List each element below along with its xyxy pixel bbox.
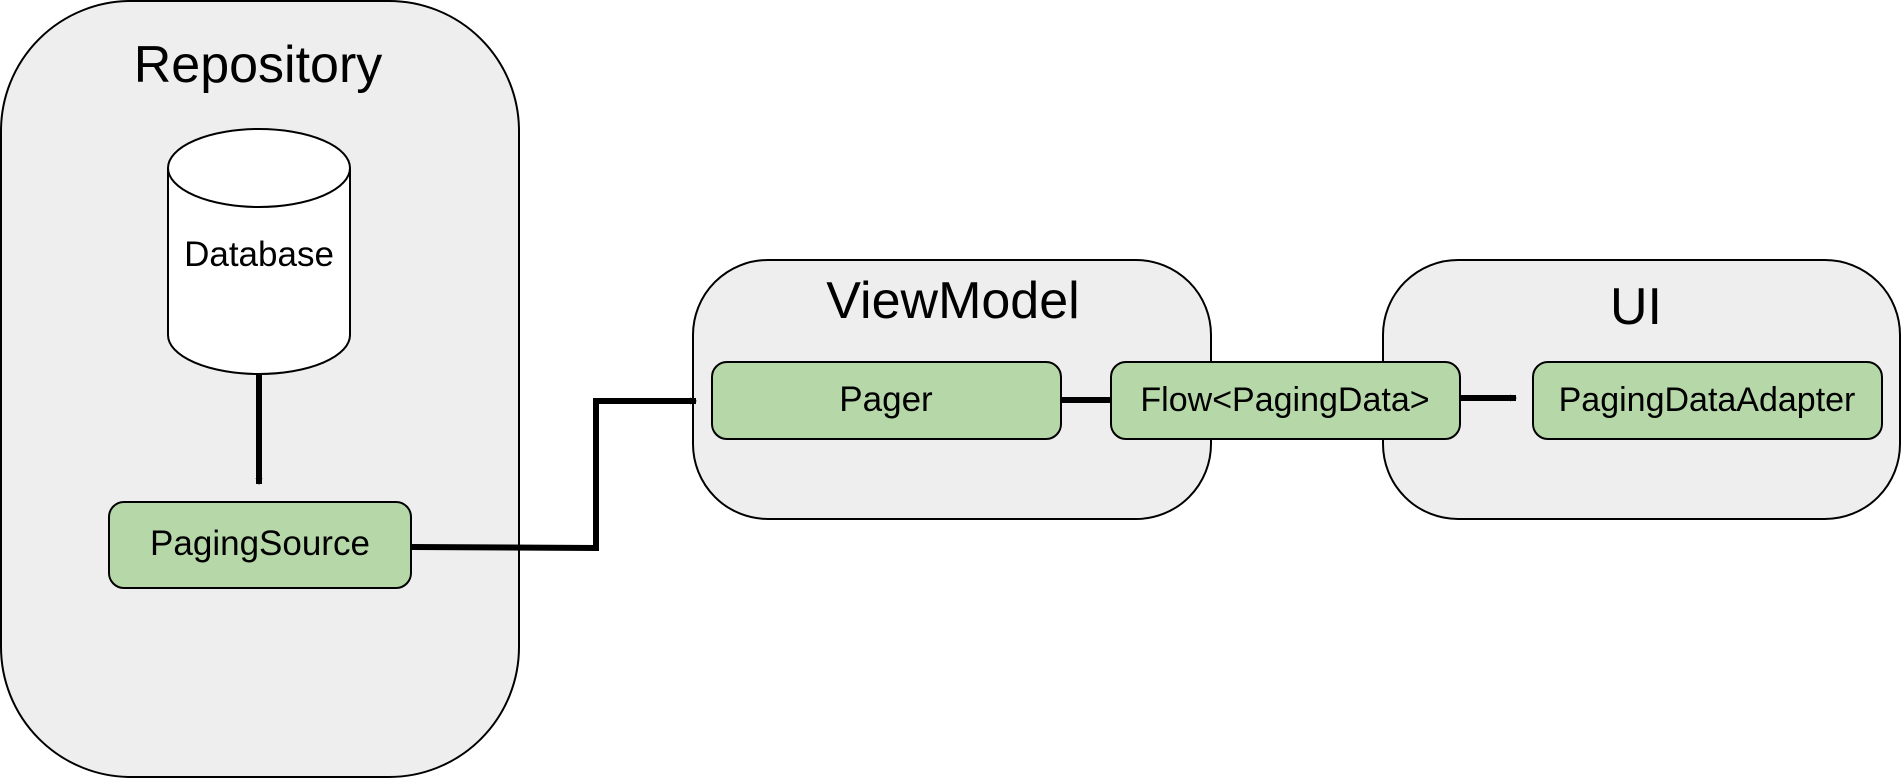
flow-node: Flow<PagingData> [1110, 361, 1461, 440]
viewmodel-title: ViewModel [826, 272, 1079, 330]
database-label: Database [184, 235, 334, 274]
pager-label: Pager [839, 380, 933, 419]
adapter-label: PagingDataAdapter [1559, 381, 1856, 419]
edge-pagingsource-to-pager [411, 397, 697, 552]
flow-label: Flow<PagingData> [1140, 381, 1429, 419]
pagingsource-node: PagingSource [108, 501, 412, 589]
ui-title: UI [1610, 278, 1662, 336]
database-cylinder: Database [167, 128, 351, 375]
pager-node: Pager [711, 361, 1062, 440]
repository-title: Repository [134, 36, 383, 94]
pagingsource-label: PagingSource [150, 524, 370, 563]
adapter-node: PagingDataAdapter [1532, 361, 1883, 440]
